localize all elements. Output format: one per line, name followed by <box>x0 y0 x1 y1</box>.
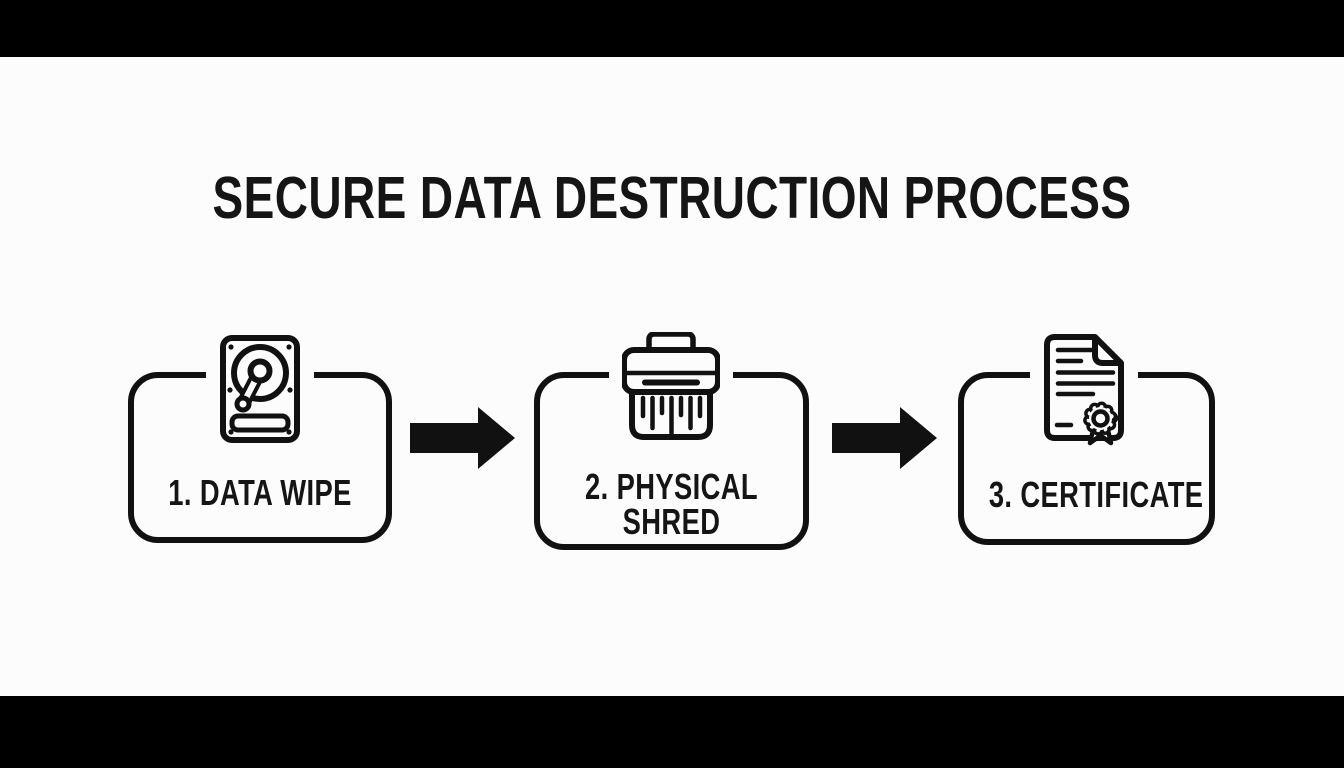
step-label-data-wipe: 1. DATA WIPE <box>160 472 361 513</box>
arrow-shaft <box>410 423 480 453</box>
certificate-icon <box>1030 334 1138 448</box>
arrow-head <box>478 407 515 469</box>
diagram-stage: SECURE DATA DESTRUCTION PROCESS <box>0 57 1344 696</box>
shredder-icon <box>609 332 733 444</box>
flow-arrow-icon <box>832 407 937 469</box>
arrow-head <box>900 407 937 469</box>
letterbox-bar-bottom <box>0 696 1344 768</box>
step-label-line: SHRED <box>622 501 721 542</box>
step-label-line: 3. CERTIFICATE <box>988 474 1204 515</box>
flow-arrow-icon <box>410 407 515 469</box>
letterbox-bar-top <box>0 0 1344 57</box>
step-label-line: 2. PHYSICAL <box>585 466 758 507</box>
arrow-shaft <box>832 423 902 453</box>
step-label-line: 1. DATA WIPE <box>168 472 352 513</box>
step-label-certificate: 3. CERTIFICATE <box>988 474 1204 515</box>
hard-drive-icon <box>206 335 314 444</box>
diagram-title: SECURE DATA DESTRUCTION PROCESS <box>212 165 1132 231</box>
step-label-physical-shred: 2. PHYSICAL SHRED <box>567 466 776 542</box>
